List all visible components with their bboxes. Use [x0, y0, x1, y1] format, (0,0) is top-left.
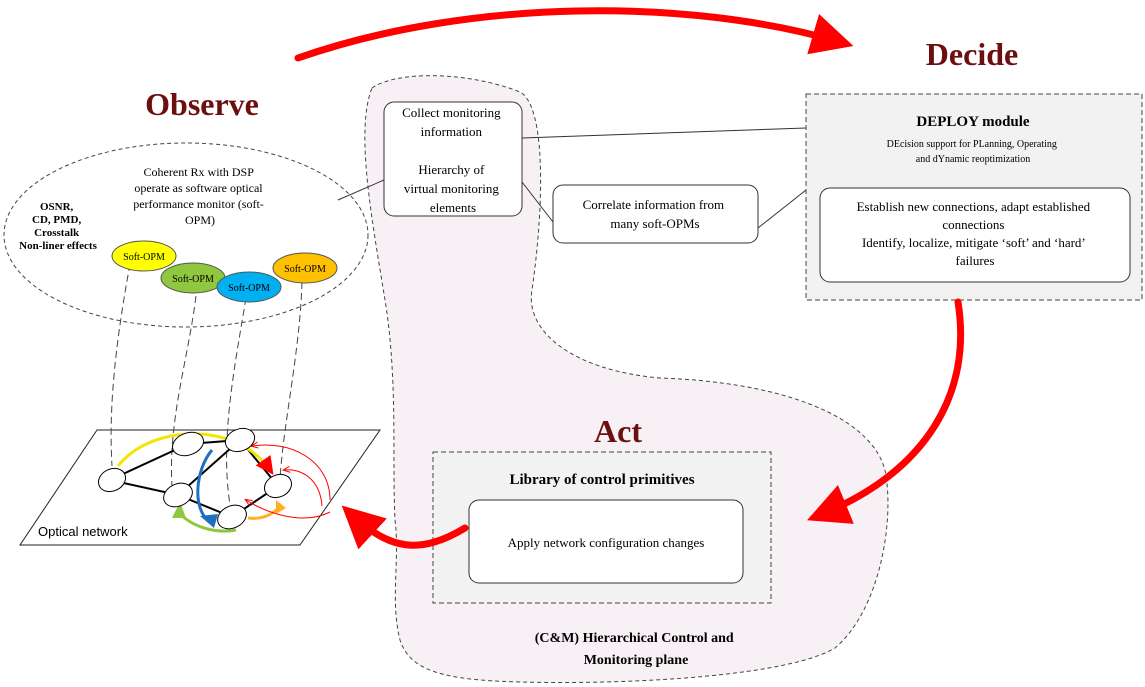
correlate-box [552, 184, 759, 244]
decide-title: Decide [926, 36, 1018, 72]
opm-link-2 [170, 295, 197, 487]
soft-opm-3 [216, 271, 282, 303]
soft-opm-4 [272, 252, 338, 284]
observe-to-decide-arrow [294, 7, 854, 62]
collect-to-correlate-line [521, 181, 554, 223]
rx-description: Coherent Rx with DSP operate as software… [133, 165, 267, 227]
lightpath-orange-head [276, 500, 286, 514]
impairments-list: OSNR, CD, PMD, Crosstalk Non-liner effec… [19, 201, 97, 252]
soft-opm-1-label: Soft-OPM [123, 252, 165, 263]
network-nodes [97, 427, 293, 530]
deploy-subtitle: DEcision support for PLanning, Operating… [887, 139, 1060, 165]
soft-opm-4-label: Soft-OPM [284, 264, 326, 275]
library-title: Library of control primitives [509, 472, 694, 488]
soft-opm-1 [111, 240, 177, 272]
apply-box [468, 499, 744, 584]
feedback-arrow-3 [246, 500, 331, 519]
cm-plane-label: (C&M) Hierarchical Control and Monitorin… [535, 631, 737, 668]
soft-opm-3-label: Soft-OPM [228, 283, 270, 294]
feedback-arrow-1 [252, 445, 331, 501]
deploy-actions-text: Establish new connections, adapt establi… [857, 199, 1094, 268]
collect-text: Collect monitoring information Hierarchy… [402, 105, 504, 215]
opm-link-3 [226, 297, 247, 506]
opm-link-1 [110, 263, 131, 467]
deploy-title: DEPLOY module [916, 114, 1030, 130]
collect-to-deploy-line [521, 127, 807, 139]
deploy-actions-box [819, 187, 1131, 283]
act-title: Act [594, 413, 642, 449]
rx-to-collect-line [337, 179, 385, 201]
observe-title: Observe [145, 86, 259, 122]
act-to-observe-arrow [341, 505, 469, 550]
correlate-to-deploy-line [757, 189, 807, 229]
apply-text: Apply network configuration changes [508, 535, 705, 550]
decide-to-act-arrow [807, 298, 965, 524]
soft-opm-2-label: Soft-OPM [172, 274, 214, 285]
correlate-text: Correlate information from many soft-OPM… [583, 197, 728, 231]
lightpath-blue-head [200, 514, 218, 528]
collect-box [383, 101, 523, 217]
optical-network-label: Optical network [38, 524, 128, 539]
lightpath-green-head [172, 502, 186, 518]
feedback-arrow-2 [284, 470, 323, 507]
opm-link-4 [279, 281, 303, 479]
